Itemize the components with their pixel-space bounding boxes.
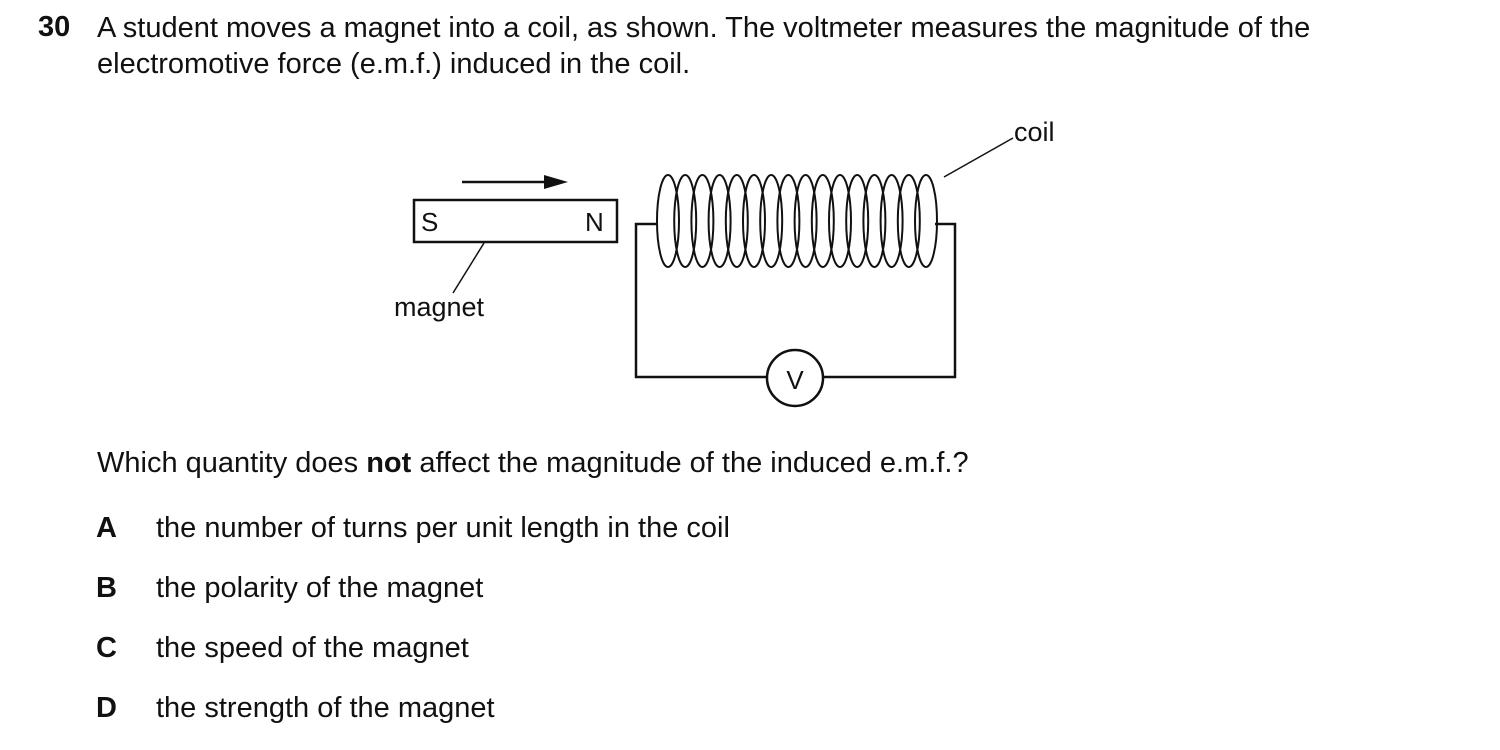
coil-turn — [896, 174, 921, 268]
prompt-part-1: Which quantity does — [97, 447, 367, 479]
option-text: the polarity of the magnet — [156, 572, 484, 604]
magnet-s-pole-label: S — [421, 207, 438, 237]
prompt-emphasis: not — [366, 447, 412, 479]
coil-turn — [914, 174, 938, 268]
option-text: the number of turns per unit length in t… — [156, 512, 730, 544]
coil-turn — [742, 174, 766, 268]
coil-turn — [828, 174, 852, 268]
coil-turn — [707, 174, 732, 268]
question-number: 30 — [38, 11, 71, 43]
option-letter: B — [96, 572, 117, 604]
coil-turn — [862, 174, 887, 268]
circuit-wire — [634, 222, 768, 379]
magnet-n-pole-label: N — [585, 207, 604, 237]
coil-label-leader — [943, 137, 1014, 178]
prompt-part-2: affect the magnitude of the induced e.m.… — [411, 447, 969, 479]
magnet-label-leader — [452, 242, 485, 294]
coil-turn — [793, 174, 818, 268]
motion-arrow — [462, 175, 568, 189]
option-letter: D — [96, 692, 117, 724]
coil-label: coil — [1014, 117, 1055, 147]
circuit-wire-right — [823, 222, 957, 379]
coil-turn — [879, 174, 904, 268]
voltmeter-symbol: V — [786, 365, 804, 395]
coil-turn — [759, 174, 784, 268]
coil-turn — [810, 174, 835, 268]
option-text: the speed of the magnet — [156, 632, 469, 664]
question-stem: A student moves a magnet into a coil, as… — [97, 12, 1311, 80]
coil-turn — [673, 174, 698, 268]
coil-turn — [776, 174, 801, 268]
option-letter: C — [96, 632, 117, 664]
voltmeter — [765, 348, 825, 408]
bar-magnet — [412, 198, 619, 244]
magnet-label: magnet — [394, 292, 485, 322]
coil-turn — [845, 174, 870, 268]
coil — [656, 174, 938, 268]
option-text: the strength of the magnet — [156, 692, 495, 724]
coil-turn — [656, 174, 680, 268]
option-letter: A — [96, 512, 117, 544]
coil-turn — [690, 174, 715, 268]
coil-turn — [724, 174, 749, 268]
question-prompt: Which quantity does not affect the magni… — [97, 445, 969, 481]
